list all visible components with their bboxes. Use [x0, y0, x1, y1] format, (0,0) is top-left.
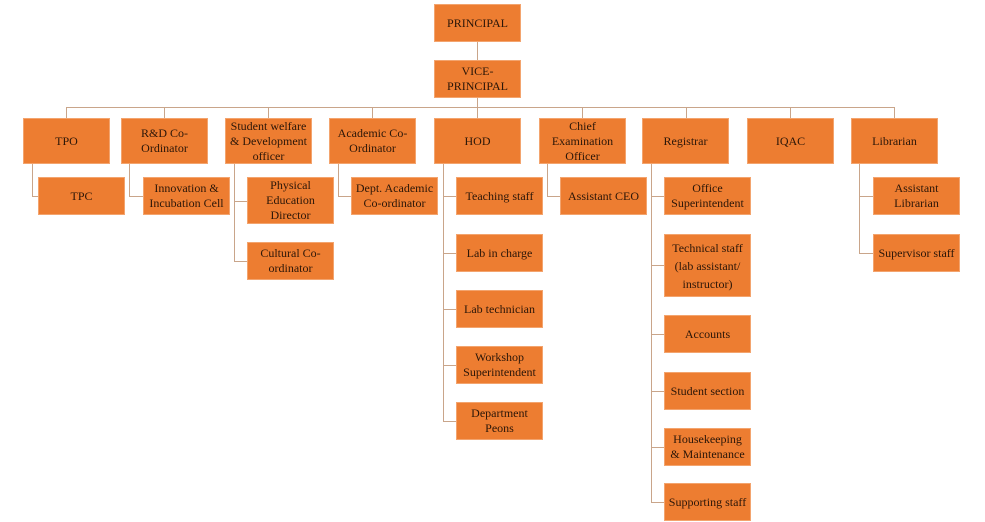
node-label: TPC — [70, 188, 93, 203]
connector — [651, 447, 664, 448]
connector — [443, 196, 456, 197]
connector — [443, 421, 456, 422]
node-assistant-ceo: Assistant CEO — [560, 177, 647, 215]
node-librarian: Librarian — [851, 118, 938, 164]
connector — [859, 164, 860, 254]
connector — [164, 107, 165, 118]
node-teaching-staff: Teaching staff — [456, 177, 543, 215]
connector — [268, 107, 269, 118]
connector — [129, 196, 143, 197]
connector — [547, 164, 548, 197]
node-dept-academic-coordinator: Dept. Academic Co-ordinator — [351, 177, 438, 215]
node-label: Department Peons — [471, 406, 528, 435]
node-label: Academic Co-Ordinator — [337, 126, 408, 155]
node-workshop-superintendent: Workshop Superintendent — [456, 346, 543, 384]
node-accounts: Accounts — [664, 315, 751, 353]
node-label: R&D Co-Ordinator — [140, 126, 188, 155]
node-label: Assistant Librarian — [894, 181, 939, 210]
node-label: Physical Education Director — [266, 178, 315, 222]
node-office-superintendent: Office Superintendent — [664, 177, 751, 215]
node-department-peons: Department Peons — [456, 402, 543, 440]
node-label: Lab in charge — [466, 245, 533, 260]
connector — [651, 502, 664, 503]
node-tpo: TPO — [23, 118, 110, 164]
node-label: IQAC — [775, 133, 806, 148]
connector — [66, 107, 67, 118]
node-chief-examination-officer: Chief Examination Officer — [539, 118, 626, 164]
node-label: TPO — [55, 133, 78, 148]
node-supporting-staff: Supporting staff — [664, 483, 751, 521]
node-technical-staff: Technical staff (lab assistant/ instruct… — [664, 234, 751, 297]
node-supervisor-staff: Supervisor staff — [873, 234, 960, 272]
node-iqac: IQAC — [747, 118, 834, 164]
connector — [338, 164, 339, 197]
connector — [859, 253, 873, 254]
connector — [651, 196, 664, 197]
node-student-section: Student section — [664, 372, 751, 410]
node-label: Registrar — [663, 133, 708, 148]
connector — [32, 164, 33, 197]
node-physical-education-director: Physical Education Director — [247, 177, 334, 224]
node-label: Lab technician — [464, 301, 535, 316]
node-label: Assistant CEO — [567, 188, 639, 203]
connector — [443, 164, 444, 422]
connector — [547, 196, 560, 197]
node-vice-principal: VICE-PRINCIPAL — [434, 60, 521, 98]
node-label: Technical staff (lab assistant/ instruct… — [672, 240, 743, 291]
connector — [129, 164, 130, 197]
node-assistant-librarian: Assistant Librarian — [873, 177, 960, 215]
node-principal: PRINCIPAL — [434, 4, 521, 42]
node-label: Cultural Co-ordinator — [260, 246, 321, 275]
node-cultural-coordinator: Cultural Co-ordinator — [247, 242, 334, 280]
connector — [582, 107, 583, 118]
connector — [234, 201, 247, 202]
node-rnd-coordinator: R&D Co-Ordinator — [121, 118, 208, 164]
node-label: Workshop Superintendent — [463, 350, 536, 379]
node-label: VICE-PRINCIPAL — [447, 64, 508, 93]
connector — [651, 334, 664, 335]
connector — [234, 164, 235, 262]
connector — [443, 309, 456, 310]
connector — [338, 196, 351, 197]
node-label: Office Superintendent — [671, 181, 744, 210]
node-label: Teaching staff — [465, 188, 534, 203]
connector — [651, 391, 664, 392]
node-label: Supervisor staff — [878, 245, 955, 260]
node-lab-technician: Lab technician — [456, 290, 543, 328]
node-label: Accounts — [684, 326, 731, 341]
node-label: PRINCIPAL — [447, 15, 508, 30]
connector — [443, 253, 456, 254]
node-label: Supporting staff — [668, 494, 747, 509]
node-label: Chief Examination Officer — [551, 118, 614, 163]
connector — [66, 107, 895, 108]
node-academic-coordinator: Academic Co-Ordinator — [329, 118, 416, 164]
connector — [859, 196, 873, 197]
connector — [790, 107, 791, 118]
connector — [443, 365, 456, 366]
connector — [32, 196, 38, 197]
node-label: Student section — [670, 383, 745, 398]
connector — [477, 98, 478, 118]
connector — [372, 107, 373, 118]
connector — [651, 265, 664, 266]
connector — [477, 42, 478, 60]
node-label: Librarian — [872, 133, 917, 148]
connector — [234, 261, 247, 262]
node-label: Housekeeping & Maintenance — [670, 432, 745, 461]
connector — [894, 107, 895, 118]
node-label: Dept. Academic Co-ordinator — [355, 181, 434, 210]
node-lab-in-charge: Lab in charge — [456, 234, 543, 272]
node-registrar: Registrar — [642, 118, 729, 164]
node-label: HOD — [464, 133, 491, 148]
node-tpc: TPC — [38, 177, 125, 215]
node-hod: HOD — [434, 118, 521, 164]
node-innovation-cell: Innovation & Incubation Cell — [143, 177, 230, 215]
node-label: Innovation & Incubation Cell — [149, 181, 224, 210]
connector — [686, 107, 687, 118]
node-housekeeping: Housekeeping & Maintenance — [664, 428, 751, 466]
node-label: Student welfare & Development officer — [230, 118, 307, 163]
connector — [651, 164, 652, 503]
node-student-welfare: Student welfare & Development officer — [225, 118, 312, 164]
